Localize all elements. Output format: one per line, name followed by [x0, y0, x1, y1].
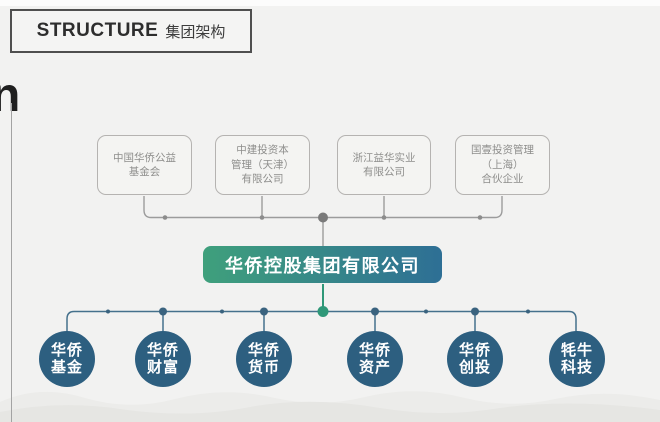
subsidiary-circle-5: 华侨 创投	[447, 331, 503, 387]
bottom-connector-dot	[471, 307, 479, 316]
parent-box-line: （上海）	[481, 158, 524, 171]
cropped-letter-fragment: n	[0, 69, 21, 122]
mountain-watermark-graphic	[0, 391, 660, 422]
bottom-connector-lines	[66, 284, 577, 333]
parent-box-line: 管理（天津）	[231, 158, 294, 171]
root-company-box: 华侨控股集团有限公司	[203, 246, 442, 283]
parent-box-line: 浙江益华实业	[352, 151, 416, 164]
subsidiary-line: 华侨	[247, 342, 280, 359]
top-connector-dot	[477, 215, 483, 220]
subsidiary-circle-3: 华侨 货币	[236, 331, 292, 387]
section-header: STRUCTURE 集团架构	[10, 9, 252, 53]
parent-box-2: 中建投资本 管理（天津） 有限公司	[215, 135, 310, 195]
subsidiary-line: 科技	[560, 359, 593, 376]
top-connector-dot	[259, 215, 265, 220]
top-junction-dot	[318, 212, 328, 223]
parent-box-line: 基金会	[128, 166, 161, 178]
top-connector-dot	[162, 215, 168, 220]
bottom-connector-dot	[424, 309, 428, 314]
subsidiary-circle-2: 华侨 财富	[135, 331, 191, 387]
bottom-connector-dot	[526, 309, 530, 314]
section-title-zh: 集团架构	[165, 23, 226, 41]
top-connector-lines	[143, 196, 503, 246]
bottom-connector-dot	[260, 307, 268, 316]
subsidiary-line: 资产	[358, 359, 391, 376]
bottom-junction-dot	[317, 306, 329, 317]
top-edge-strip	[0, 0, 660, 6]
parent-box-line: 中国华侨公益	[113, 151, 176, 164]
parent-box-line: 中建投资本	[236, 144, 289, 157]
bottom-connector-dot	[220, 309, 224, 314]
parent-box-4: 国壹投资管理 （上海） 合伙企业	[455, 135, 550, 195]
subsidiary-line: 华侨	[358, 342, 391, 359]
subsidiary-line: 华侨	[146, 342, 179, 359]
bottom-connector-dot	[371, 307, 379, 316]
subsidiary-line: 货币	[247, 359, 280, 376]
parent-box-3: 浙江益华实业 有限公司	[337, 135, 431, 195]
parent-box-line: 有限公司	[363, 166, 405, 178]
bottom-connector-dot	[106, 309, 110, 314]
subsidiary-circle-4: 华侨 资产	[347, 331, 403, 387]
subsidiary-line: 华侨	[458, 342, 491, 359]
bottom-connector-dot	[159, 307, 167, 316]
parent-box-line: 合伙企业	[481, 173, 524, 186]
left-edge-line	[11, 103, 12, 422]
parent-box-line: 有限公司	[241, 173, 284, 186]
subsidiary-line: 财富	[146, 359, 179, 376]
parent-box-1: 中国华侨公益 基金会	[97, 135, 192, 195]
subsidiary-line: 华侨	[50, 342, 83, 359]
subsidiary-line: 创投	[458, 359, 491, 376]
root-company-name: 华侨控股集团有限公司	[225, 255, 420, 276]
subsidiary-line: 基金	[50, 359, 83, 376]
parent-box-line: 国壹投资管理	[471, 144, 534, 157]
section-title-en: STRUCTURE	[36, 20, 159, 41]
subsidiary-circle-6: 牦牛 科技	[549, 331, 605, 387]
subsidiary-line: 牦牛	[560, 342, 593, 359]
top-connector-dot	[381, 215, 387, 220]
subsidiary-circle-1: 华侨 基金	[39, 331, 95, 387]
